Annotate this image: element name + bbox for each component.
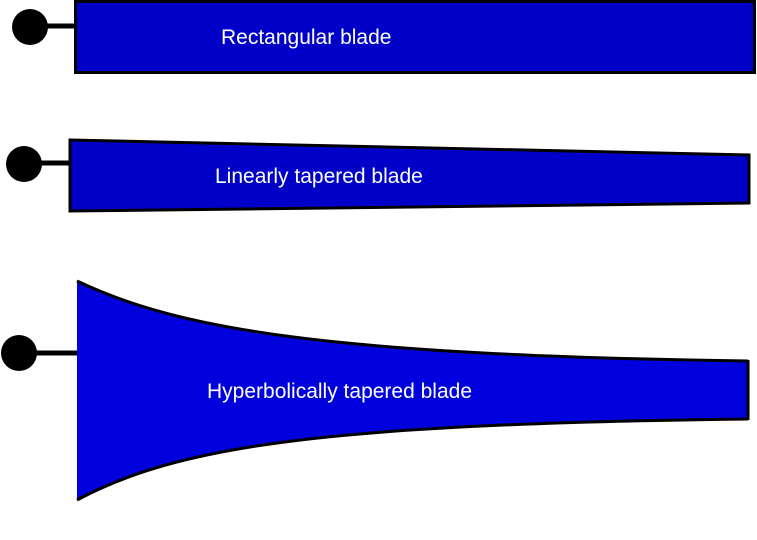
- hub-icon: [6, 146, 42, 182]
- rectangular-blade: [74, 0, 756, 74]
- hyperbolic-blade-top-edge: [76, 279, 749, 363]
- hub-icon: [1, 335, 37, 371]
- hyperbolic-blade-bottom-edge: [76, 417, 749, 502]
- hyperbolic-blade: [77, 281, 748, 500]
- rectangular-blade-group: Rectangular blade: [12, 0, 756, 74]
- linear-blade: [68, 138, 751, 213]
- rectangular-blade-label: Rectangular blade: [221, 26, 391, 49]
- hyperbolic-blade-label: Hyperbolically tapered blade: [207, 380, 472, 403]
- linear-blade-label: Linearly tapered blade: [215, 165, 423, 188]
- hyperbolic-blade-group: Hyperbolically tapered blade: [1, 279, 750, 502]
- linear-blade-group: Linearly tapered blade: [6, 138, 751, 213]
- hub-icon: [12, 9, 48, 45]
